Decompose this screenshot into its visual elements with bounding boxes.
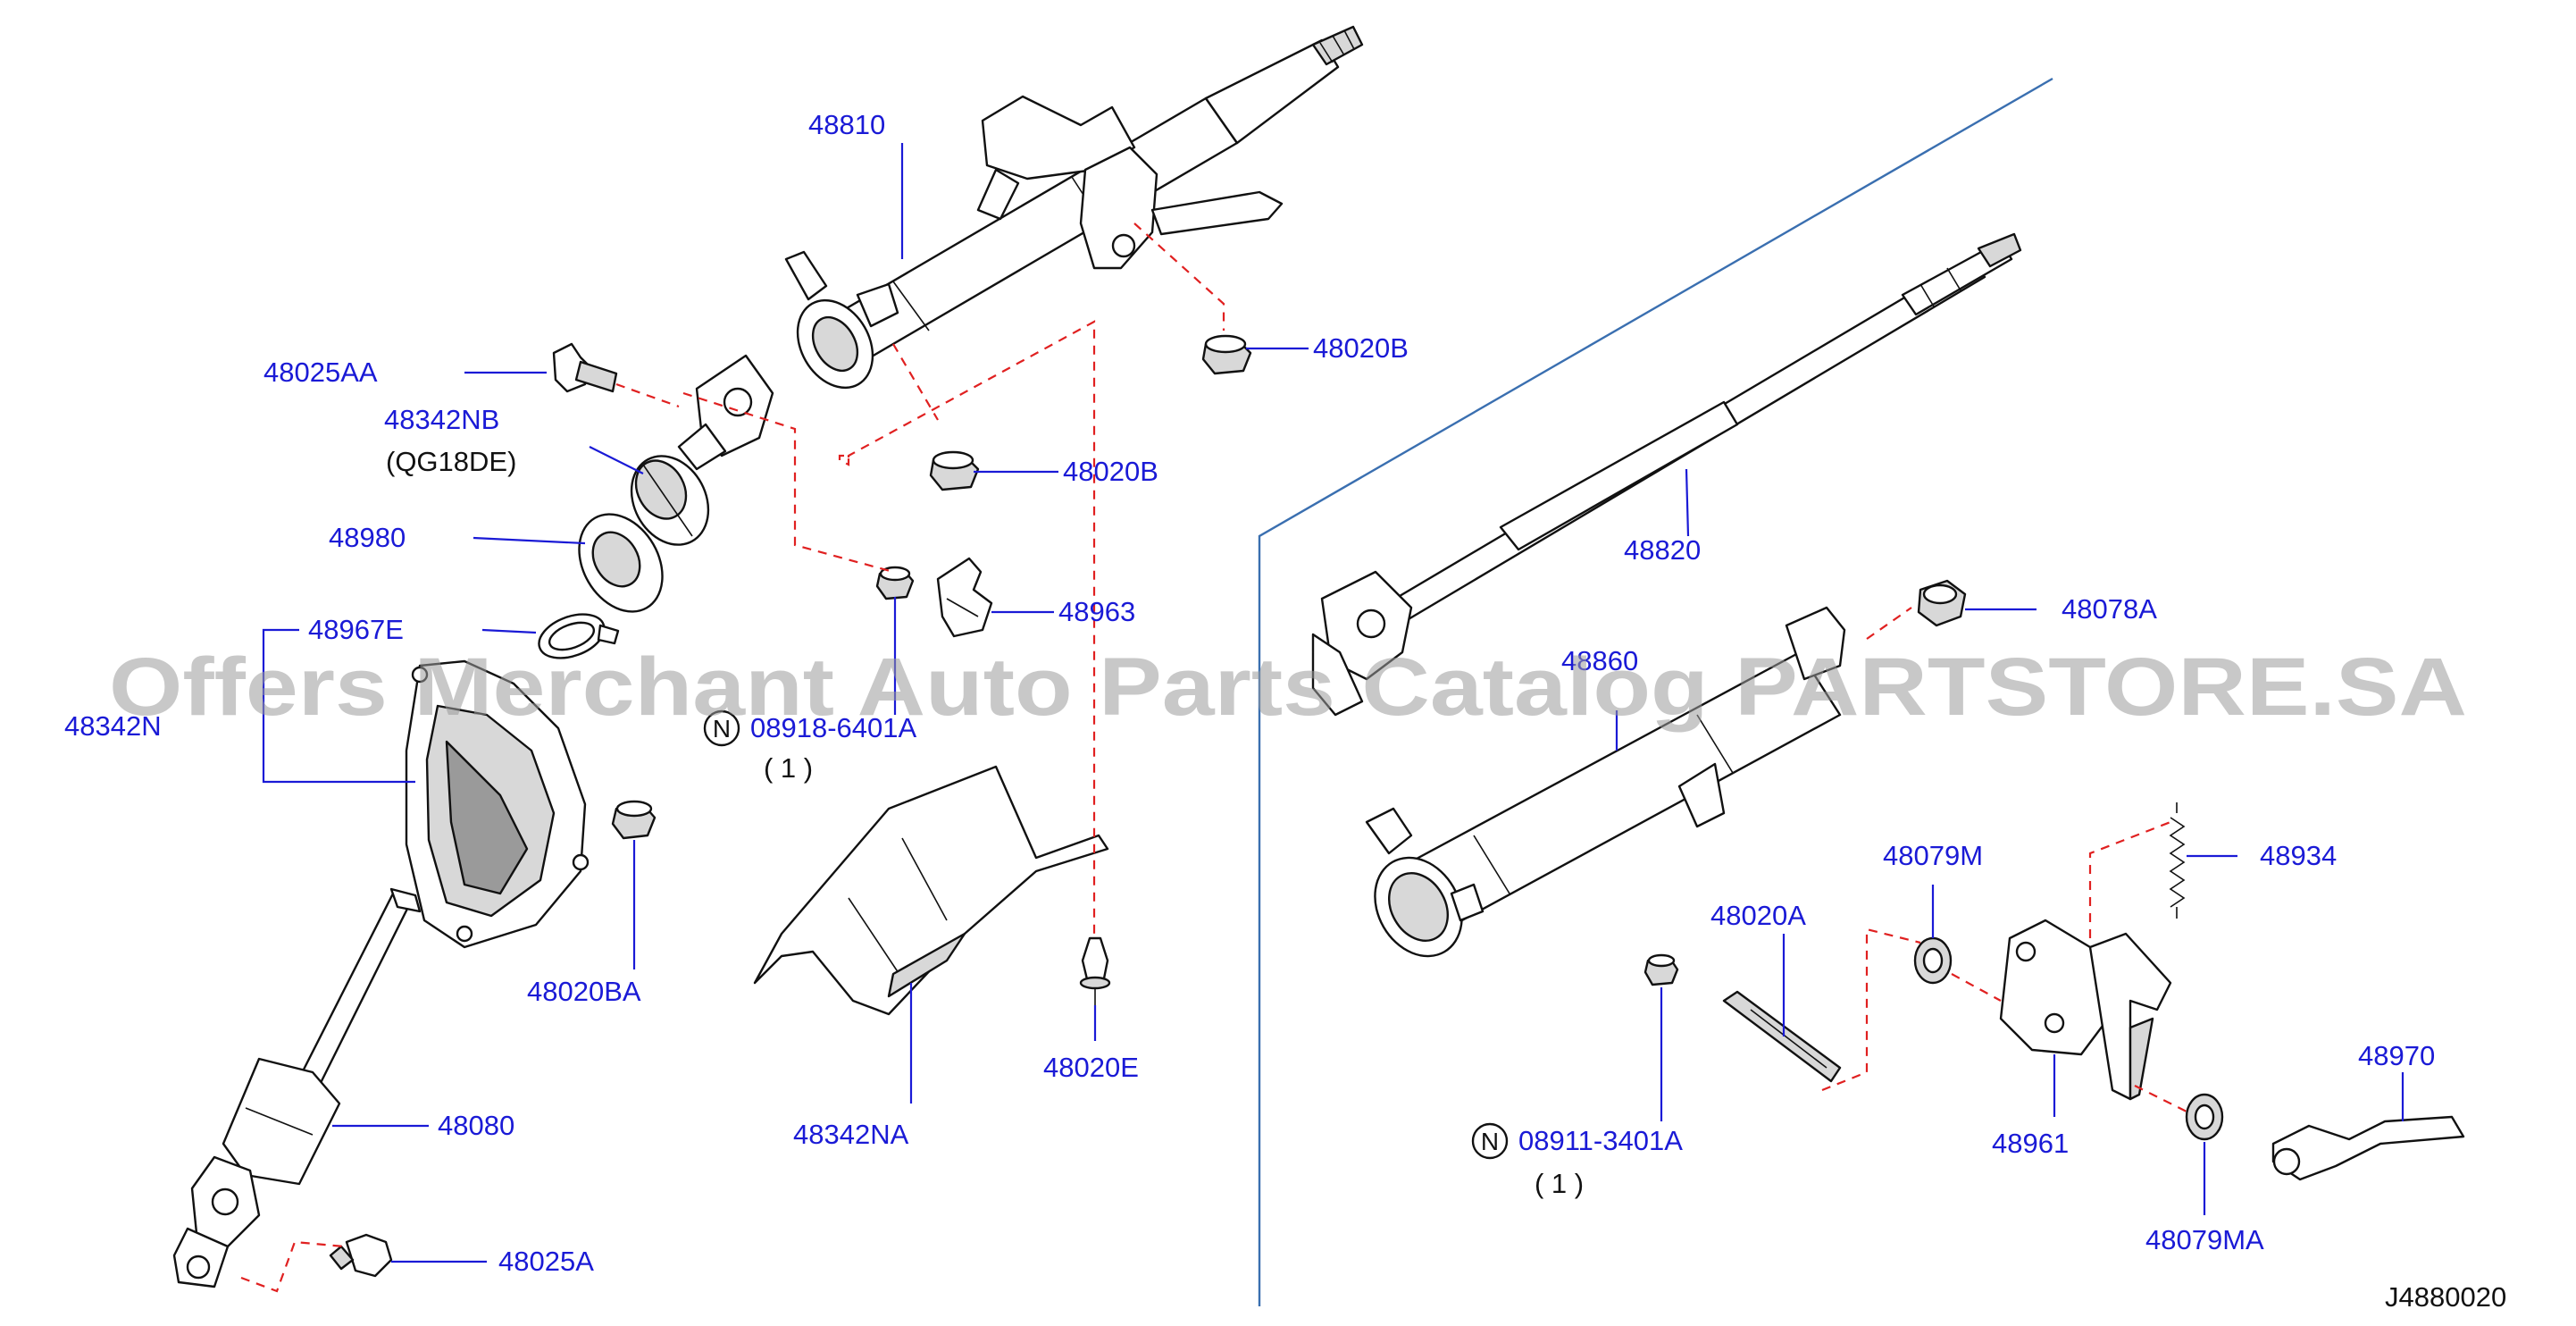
part-48025A-bolt — [329, 1233, 393, 1278]
n-symbol-08911: N — [1471, 1122, 1509, 1160]
part-48934-spring — [2169, 802, 2186, 919]
label-48020E: 48020E — [1043, 1052, 1139, 1083]
part-48860-jacket — [1365, 606, 1846, 958]
part-48980-seal — [578, 513, 664, 613]
part-48079M-washer — [1913, 936, 1953, 985]
n-letter: N — [713, 715, 731, 743]
part-48342NB-bushing — [630, 455, 710, 546]
label-48080: 48080 — [438, 1110, 514, 1141]
part-48963-clip — [936, 557, 993, 638]
part-48961-bracket — [1999, 919, 2172, 1101]
label-48342N: 48342N — [64, 710, 162, 742]
label-48078A: 48078A — [2062, 593, 2157, 625]
label-08918-qty: ( 1 ) — [764, 752, 813, 784]
part-48820-shaft — [1311, 232, 2022, 717]
label-48020B-lower: 48020B — [1063, 456, 1158, 487]
part-48079MA-washer — [2185, 1093, 2224, 1141]
label-48342NB-note: (QG18DE) — [386, 446, 516, 477]
label-48934: 48934 — [2260, 840, 2337, 871]
part-48020BA-nut — [611, 800, 657, 840]
part-48025AA-bolt — [552, 342, 618, 393]
label-48967E: 48967E — [308, 614, 404, 645]
label-48020BA: 48020BA — [527, 976, 641, 1007]
label-48961: 48961 — [1992, 1128, 2069, 1159]
label-08911-qty: ( 1 ) — [1535, 1168, 1584, 1199]
part-08918-6401A-nut — [875, 566, 915, 600]
section-divider — [1258, 77, 2053, 1306]
part-48020B-nut-lower — [929, 450, 980, 491]
label-48980: 48980 — [329, 522, 406, 553]
label-48810: 48810 — [808, 109, 885, 140]
drawing-code: J4880020 — [2385, 1281, 2506, 1313]
part-48342N-boot — [405, 659, 590, 949]
part-48967E-clamp — [538, 613, 620, 659]
label-48820: 48820 — [1624, 534, 1701, 566]
part-48342NA-cover — [753, 765, 1109, 1016]
n-symbol-08918: N — [703, 709, 740, 747]
watermark-text: Offers Merchant Auto Parts Catalog PARTS… — [109, 642, 2467, 733]
leader-lines — [262, 143, 2405, 1263]
assembly-lines — [240, 222, 2189, 1293]
label-48342NB: 48342NB — [384, 404, 499, 435]
label-48860: 48860 — [1561, 645, 1638, 676]
label-48079M: 48079M — [1883, 840, 1983, 871]
part-48020E-clip — [1079, 936, 1111, 1005]
label-48970: 48970 — [2358, 1040, 2435, 1071]
part-48970-lever — [2271, 1115, 2465, 1181]
label-48020A: 48020A — [1710, 900, 1806, 931]
label-48020B-upper: 48020B — [1313, 332, 1409, 364]
n-letter: N — [1481, 1128, 1499, 1155]
label-48342NA: 48342NA — [793, 1119, 909, 1150]
label-48079MA: 48079MA — [2145, 1224, 2264, 1255]
part-48810-upper-column — [677, 25, 1364, 471]
part-48020B-nut-upper — [1201, 334, 1252, 375]
part-48020A-bolt — [1722, 990, 1842, 1083]
part-08911-3401A-nut — [1643, 953, 1679, 986]
label-48963: 48963 — [1058, 596, 1135, 627]
label-48025AA: 48025AA — [263, 357, 378, 388]
part-48078A-nut — [1917, 579, 1967, 627]
label-48025A: 48025A — [498, 1246, 594, 1277]
label-08911-3401A: 08911-3401A — [1518, 1125, 1683, 1156]
part-48080-lower-shaft — [172, 887, 422, 1288]
label-08918-6401A: 08918-6401A — [750, 712, 916, 743]
